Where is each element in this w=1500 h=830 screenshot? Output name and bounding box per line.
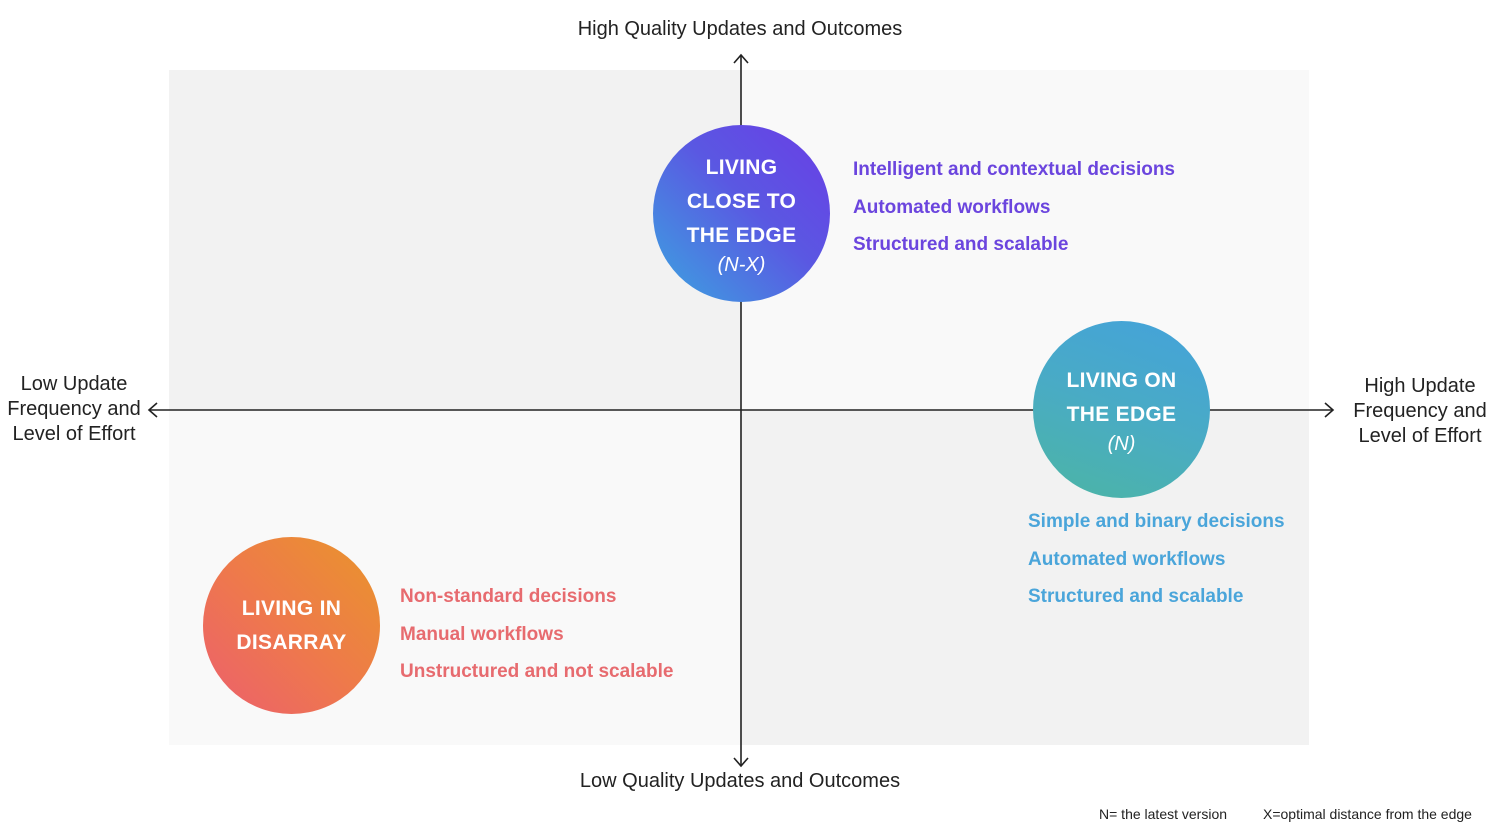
circle-title: LIVING IN DISARRAY: [236, 596, 347, 654]
footnote-x: X=optimal distance from the edge: [1263, 806, 1472, 822]
circle-subtitle: (N): [1107, 432, 1136, 455]
axis-label-top: High Quality Updates and Outcomes: [577, 18, 903, 40]
list-item: Automated workflows: [853, 196, 1051, 218]
circle-living-close-to-edge: LIVING CLOSE TO THE EDGE (N-X): [653, 125, 830, 302]
axis-label-bottom: Low Quality Updates and Outcomes: [579, 770, 901, 792]
list-item: Simple and binary decisions: [1028, 511, 1285, 532]
footnote-n: N= the latest version: [1099, 806, 1228, 822]
axis-label-left: Low Update Frequency and Level of Effort: [7, 373, 141, 445]
list-item: Automated workflows: [1028, 548, 1226, 570]
list-item: Unstructured and not scalable: [400, 661, 674, 682]
axis-label-right: High Update Frequency and Level of Effor…: [1353, 375, 1487, 447]
list-item: Non-standard decisions: [400, 586, 617, 607]
circle-living-in-disarray: LIVING IN DISARRAY: [203, 537, 380, 714]
arrow-left-icon: [147, 402, 158, 418]
list-disarray: Non-standard decisions Manual workflows …: [400, 578, 673, 691]
circle-living-on-edge: LIVING ON THE EDGE (N): [1033, 321, 1210, 498]
list-item: Structured and scalable: [853, 234, 1069, 255]
circle-title: LIVING ON THE EDGE: [1066, 368, 1177, 426]
list-item: Manual workflows: [400, 623, 564, 645]
arrow-up-icon: [733, 53, 749, 64]
list-item: Structured and scalable: [1028, 586, 1244, 607]
quadrant-top-left: [169, 70, 741, 410]
quadrant-bottom-right: [741, 410, 1309, 745]
list-on-the-edge: Simple and binary decisions Automated wo…: [1028, 503, 1285, 616]
list-close-to-edge: Intelligent and contextual decisions Aut…: [853, 151, 1175, 264]
circle-subtitle: (N-X): [717, 253, 766, 276]
circle-title: LIVING CLOSE TO THE EDGE: [686, 155, 797, 247]
list-item: Intelligent and contextual decisions: [853, 159, 1175, 180]
quadrant-top-right: [741, 70, 1309, 410]
arrow-down-icon: [733, 757, 749, 768]
arrow-right-icon: [1324, 402, 1335, 418]
